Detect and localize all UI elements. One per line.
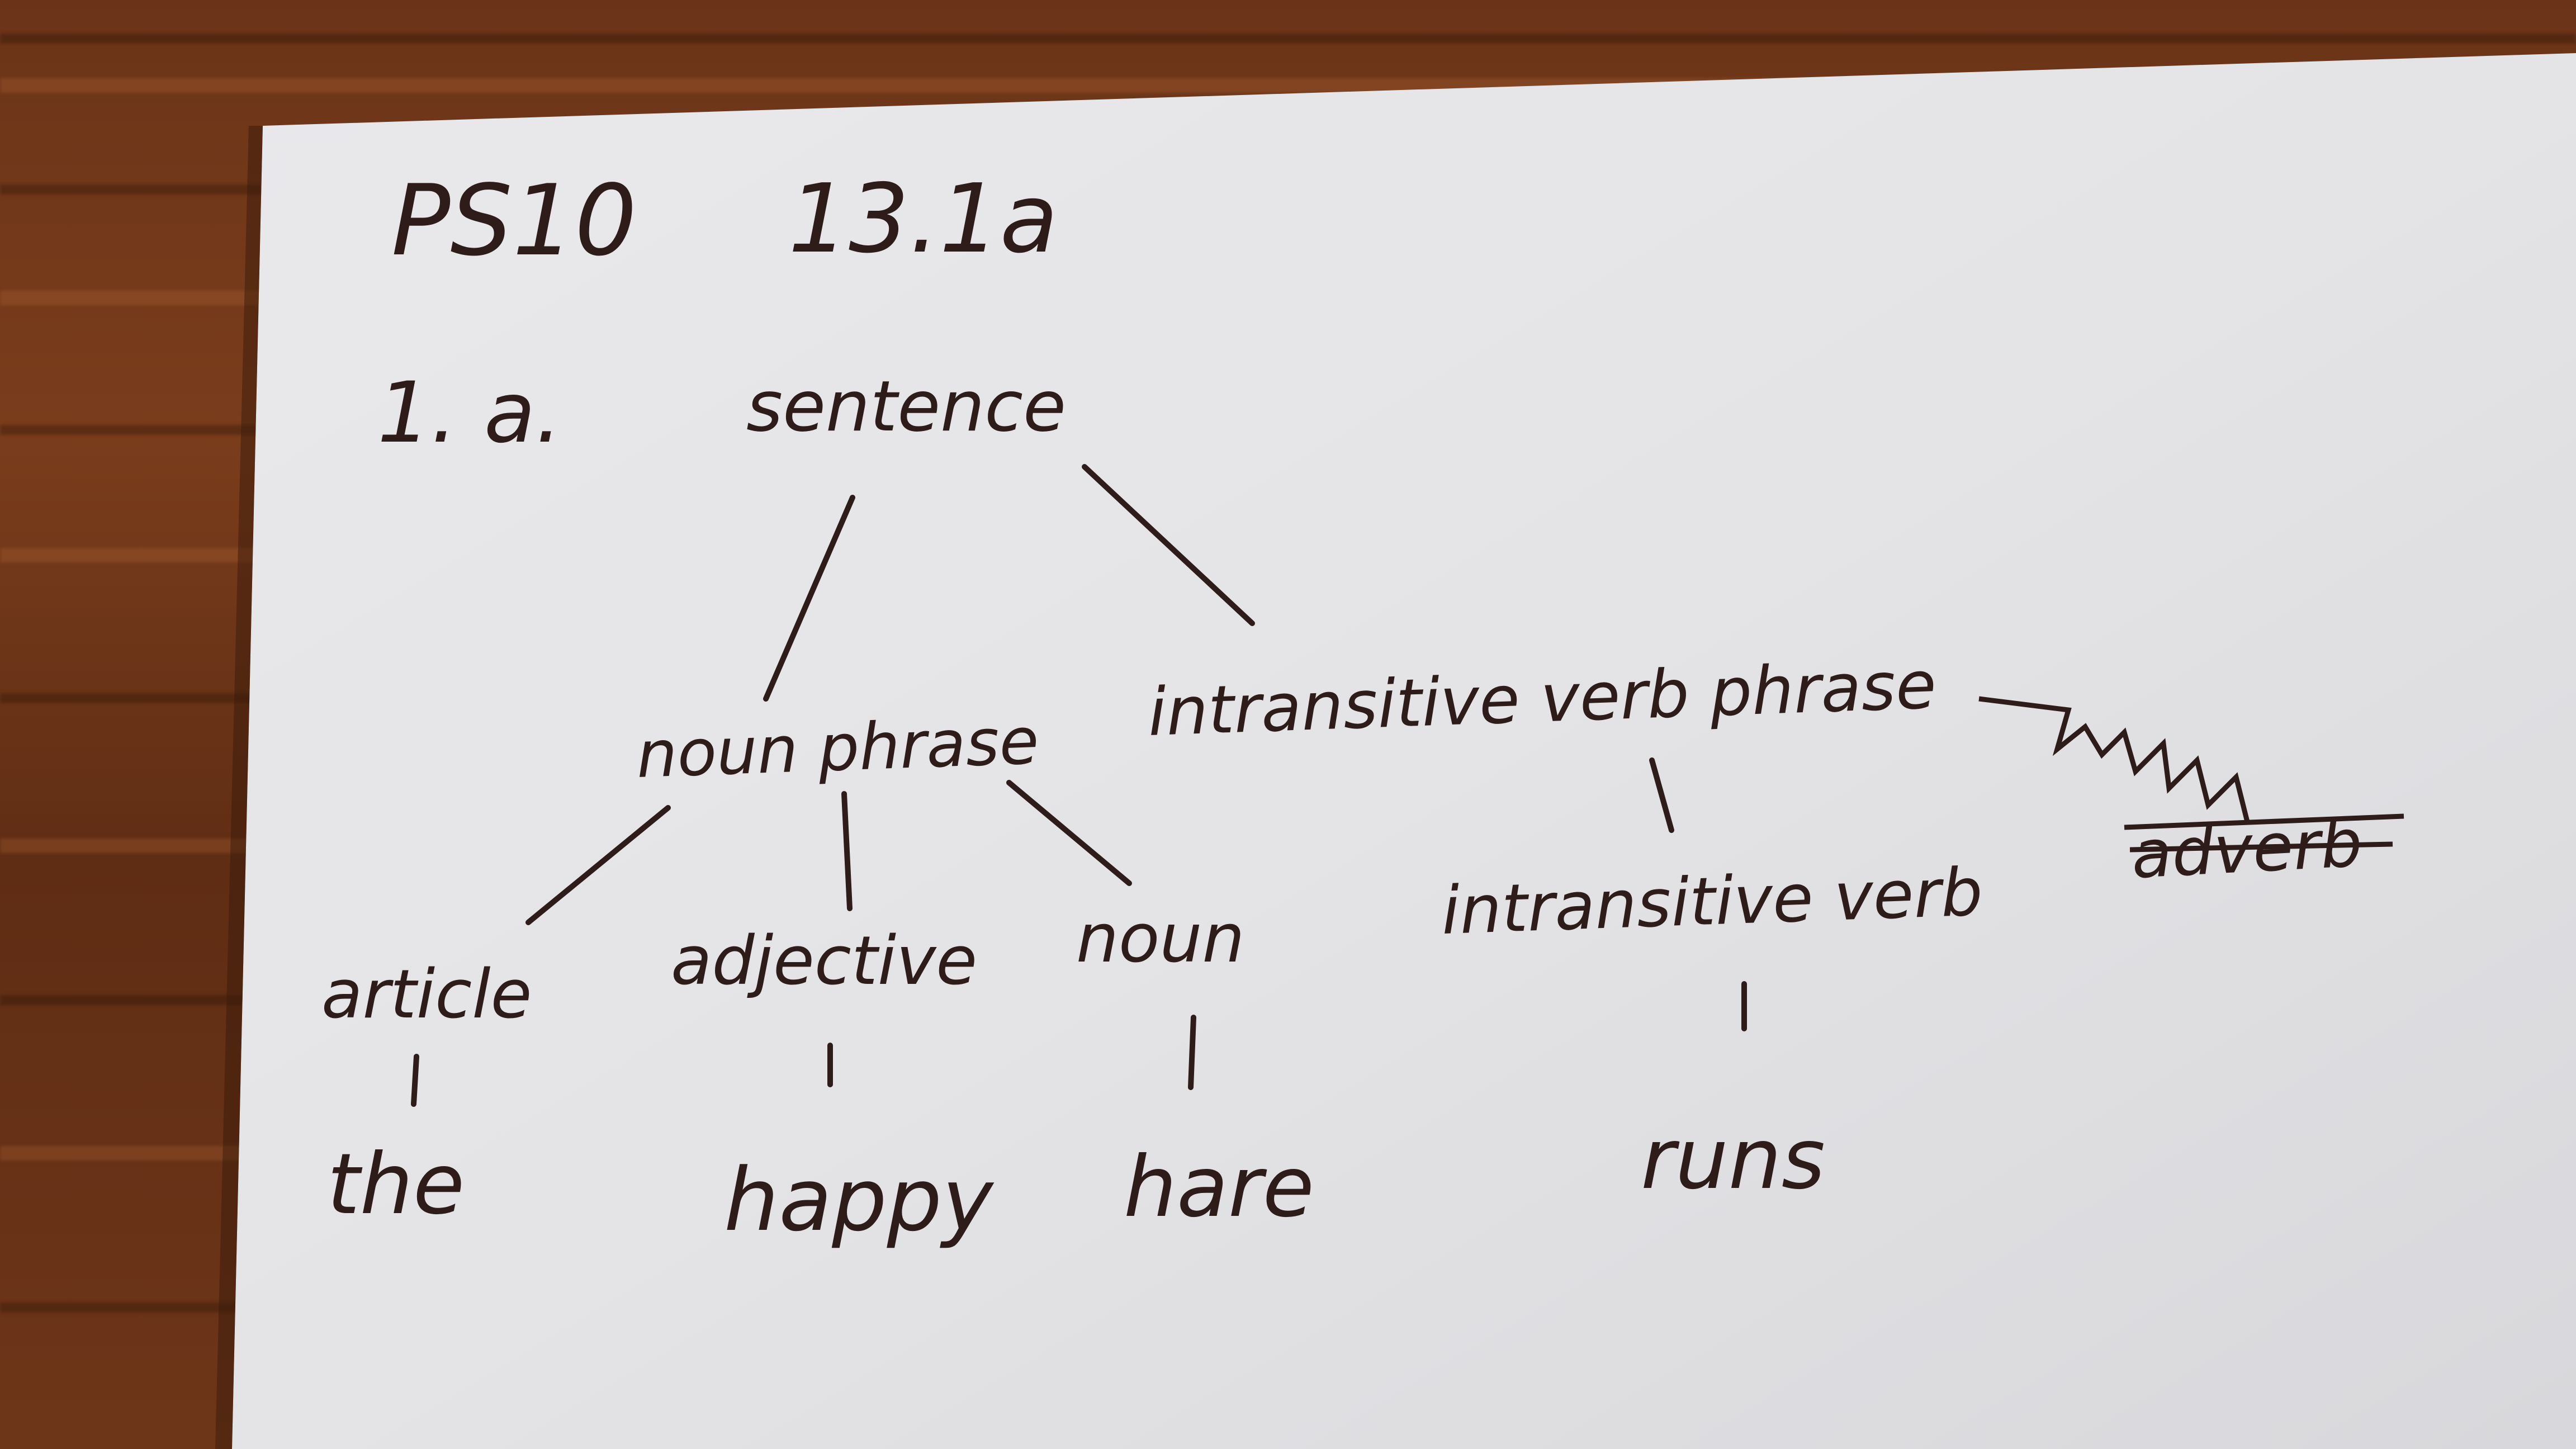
branch-sentence-np xyxy=(763,495,855,702)
tree-branches xyxy=(411,464,1747,1107)
paper-shadow xyxy=(215,126,263,1449)
node-intransitive-verb: intransitive verb xyxy=(1440,853,1984,949)
problem-label: 1. a. xyxy=(377,364,562,462)
node-article: article xyxy=(321,956,532,1034)
node-sentence: sentence xyxy=(746,366,1066,447)
branch-np-adjective xyxy=(841,791,853,911)
branch-np-noun xyxy=(1006,780,1132,886)
node-noun: noun xyxy=(1076,900,1245,978)
branch-sentence-vp xyxy=(1082,464,1255,626)
wood-grain xyxy=(0,34,2576,44)
paper-sheet xyxy=(232,53,2576,1449)
section-label: 13.1a xyxy=(788,164,1058,274)
node-adjective: adjective xyxy=(671,922,977,1000)
branch-np-article xyxy=(525,805,671,925)
course-label: PS10 xyxy=(391,164,637,278)
branch-noun-hare xyxy=(1188,1015,1196,1090)
word-hare: hare xyxy=(1124,1139,1314,1236)
scribble-mark xyxy=(1978,696,2404,853)
branch-article-the xyxy=(411,1054,419,1107)
word-the: the xyxy=(327,1136,465,1233)
branch-vp-verb xyxy=(1649,757,1674,833)
word-runs: runs xyxy=(1641,1111,1825,1208)
word-happy: happy xyxy=(724,1149,995,1251)
node-noun-phrase: noun phrase xyxy=(635,704,1040,793)
